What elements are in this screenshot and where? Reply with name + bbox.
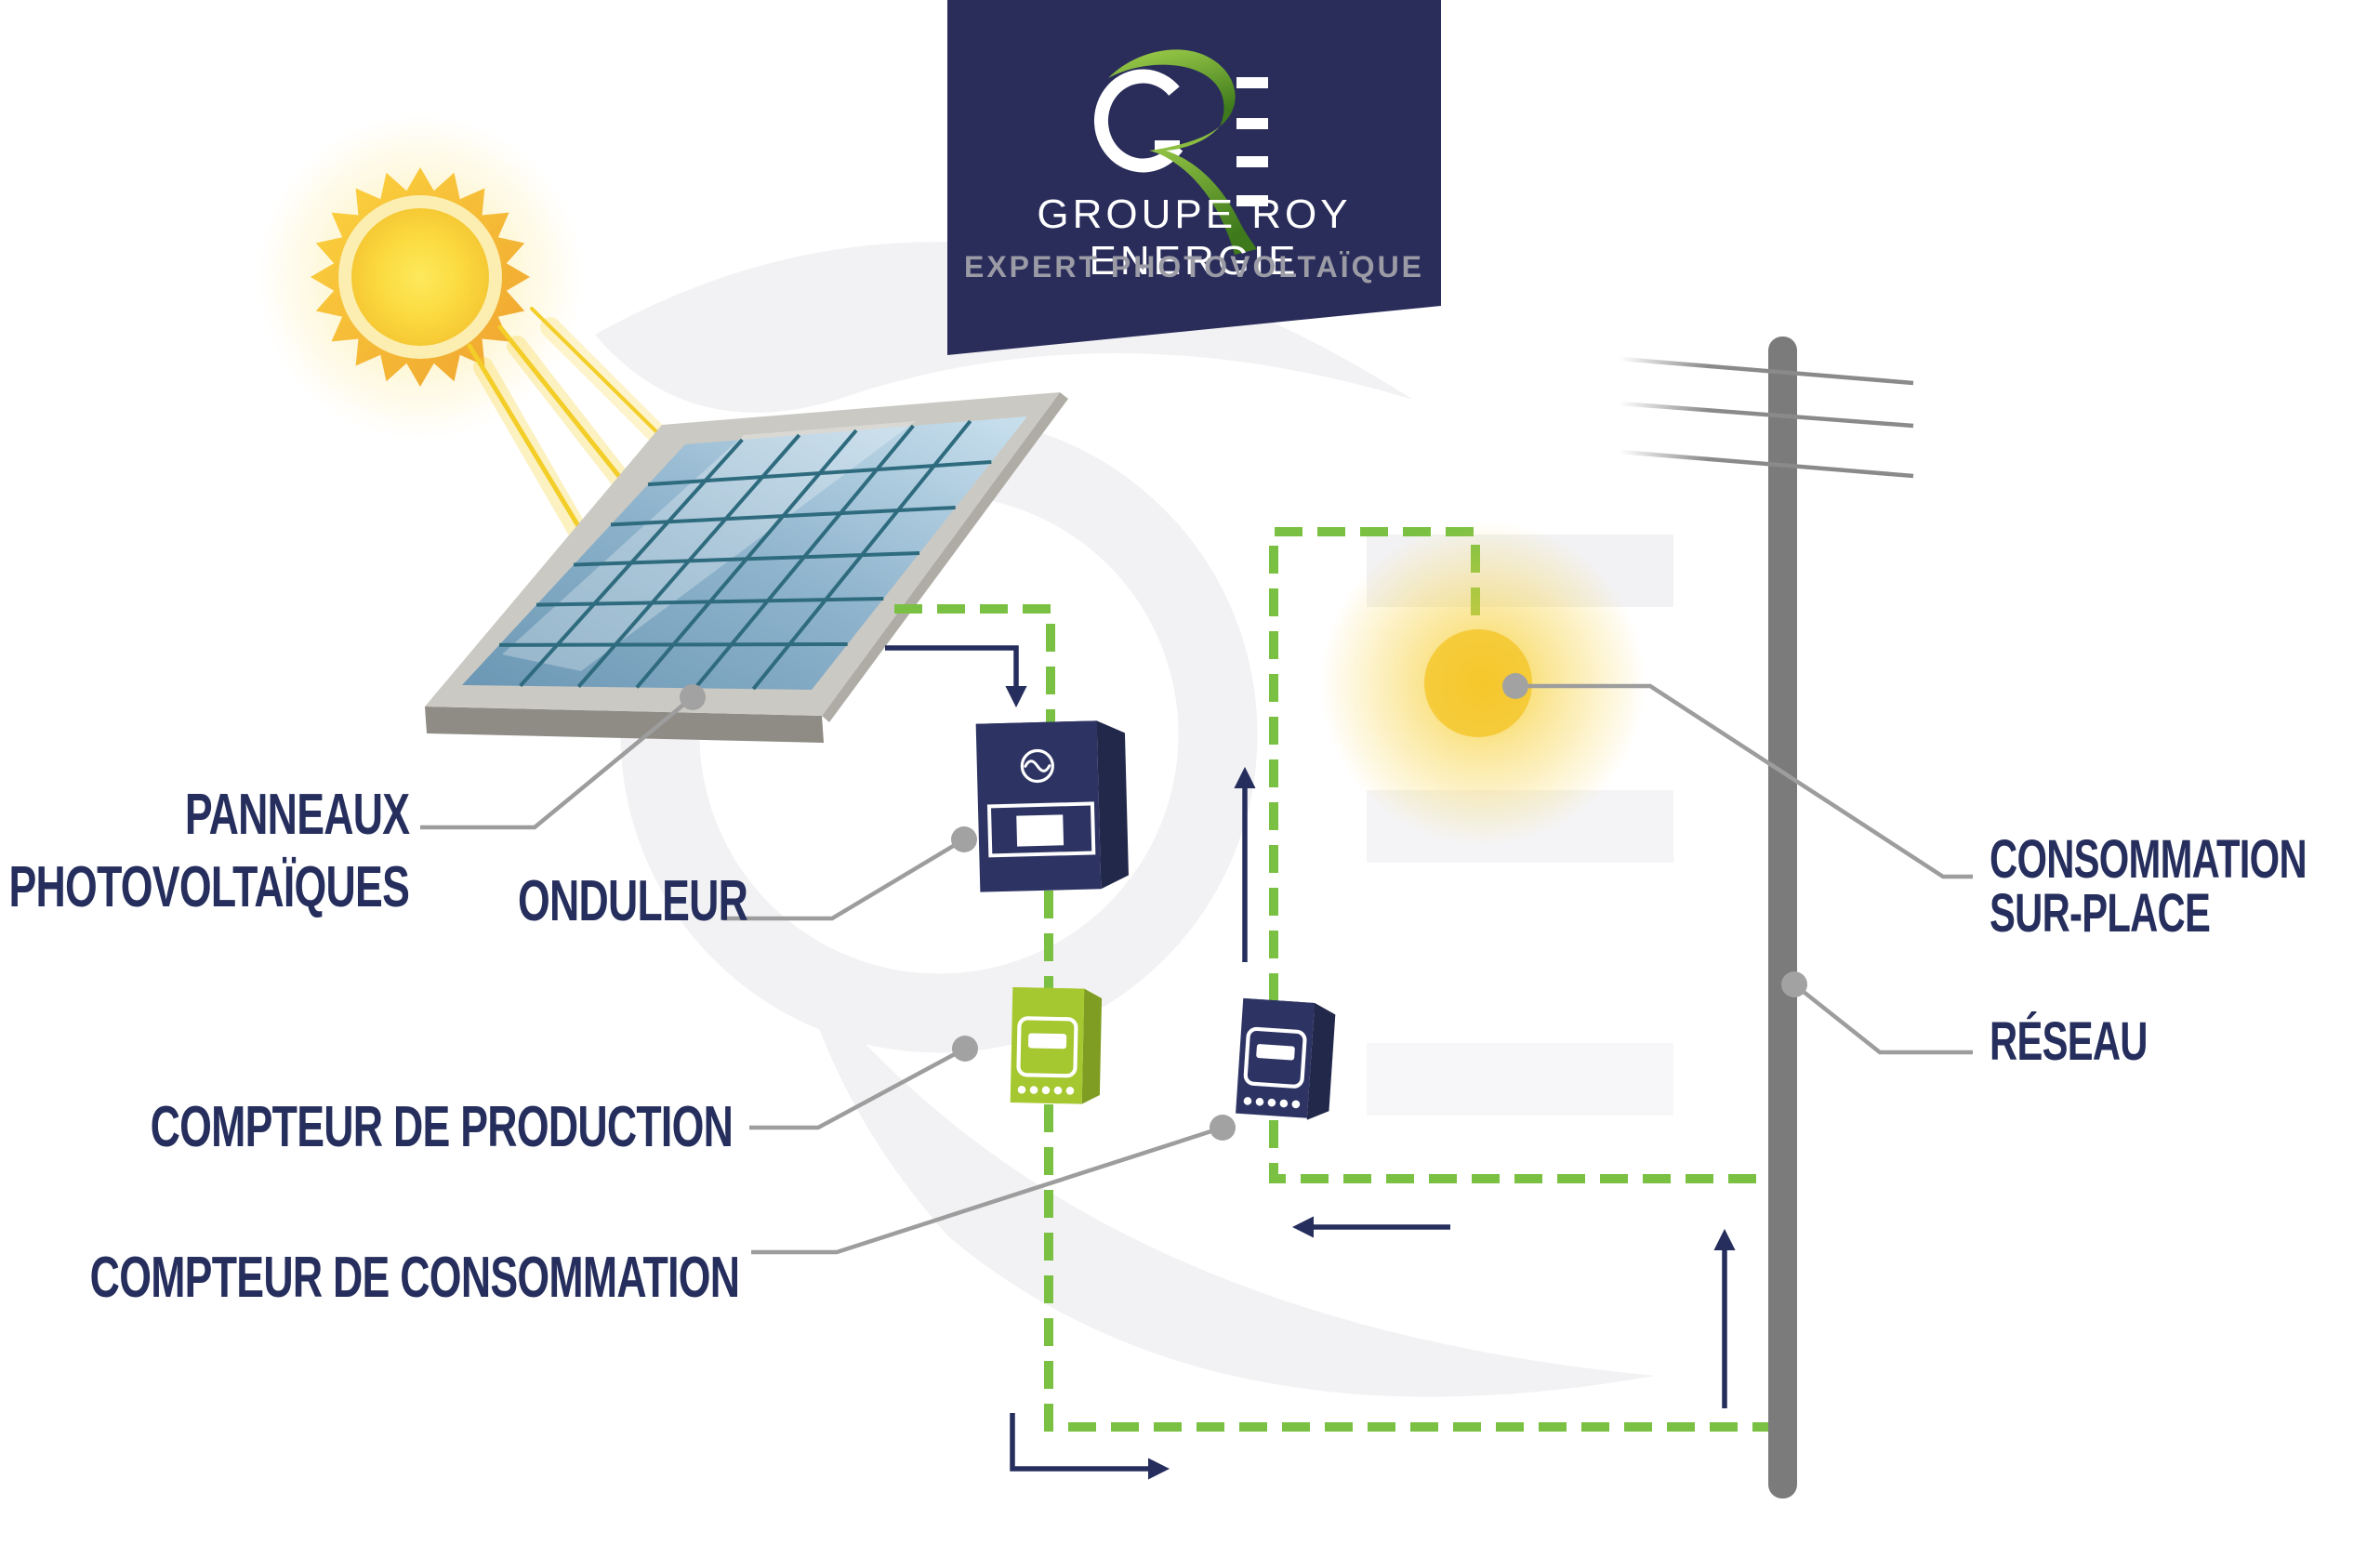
arrow-right-bottom	[1010, 1413, 1170, 1480]
inverter-icon	[975, 720, 1129, 892]
sun-icon	[258, 114, 583, 440]
label-production-meter: COMPTEUR DE PRODUCTION	[150, 1095, 733, 1159]
leader-onsite	[1515, 683, 1973, 879]
power-lines-icon	[1619, 356, 1914, 479]
brand-banner	[947, 0, 1441, 355]
dot-inverter	[951, 826, 977, 852]
label-panels-line2: PHOTOVOLTAÏQUES	[8, 855, 409, 919]
leader-grid	[1792, 983, 1973, 1055]
utility-pole-icon	[1768, 337, 1797, 1499]
dot-onsite	[1502, 673, 1528, 699]
brand-tagline: EXPERT PHOTOVOLTAÏQUE	[963, 250, 1425, 284]
dot-consumption-meter	[1210, 1115, 1236, 1141]
dot-panels	[680, 684, 706, 710]
arrow-down-panel	[885, 645, 1027, 708]
label-onsite-consumption: CONSOMMATION SUR-PLACE	[1990, 833, 2380, 941]
leader-production-meter	[749, 1047, 967, 1130]
label-panels-line1: PANNEAUX	[184, 783, 410, 847]
brand-name: GROUPE ROY ENERGIE	[1037, 191, 1352, 284]
solar-panel-icon	[425, 392, 1068, 743]
panel-grid-line	[498, 642, 848, 647]
leader-lines	[420, 673, 1973, 1255]
flow-to-onsite-consumption	[1269, 527, 1480, 1001]
flow-meter-to-grid	[1269, 1120, 1768, 1183]
logo-green-swoosh	[1108, 49, 1257, 255]
label-onsite-line1: CONSOMMATION	[1990, 829, 2307, 890]
label-inverter: ONDULEUR	[518, 869, 748, 933]
label-consumption-meter: COMPTEUR DE CONSOMMATION	[89, 1246, 739, 1310]
onsite-glow-icon	[1320, 521, 1646, 846]
label-grid: RÉSEAU	[1990, 1011, 2148, 1072]
sine-wave-icon	[1020, 748, 1054, 784]
flow-panel-to-inverter	[894, 604, 1055, 722]
leader-panels	[420, 695, 694, 830]
panel-grid	[498, 419, 992, 691]
production-meter-icon	[1010, 987, 1103, 1104]
logo-e-bars	[1236, 77, 1268, 206]
consumption-meter-icon	[1236, 997, 1336, 1120]
leader-inverter	[723, 838, 966, 921]
dot-production-meter	[952, 1036, 978, 1062]
gre-logo-icon	[1093, 49, 1268, 255]
label-panels: PANNEAUX PHOTOVOLTAÏQUES	[0, 779, 409, 924]
dot-grid	[1781, 971, 1807, 997]
label-onsite-line2: SUR-PLACE	[1990, 883, 2211, 944]
leader-consumption-meter	[751, 1125, 1223, 1255]
